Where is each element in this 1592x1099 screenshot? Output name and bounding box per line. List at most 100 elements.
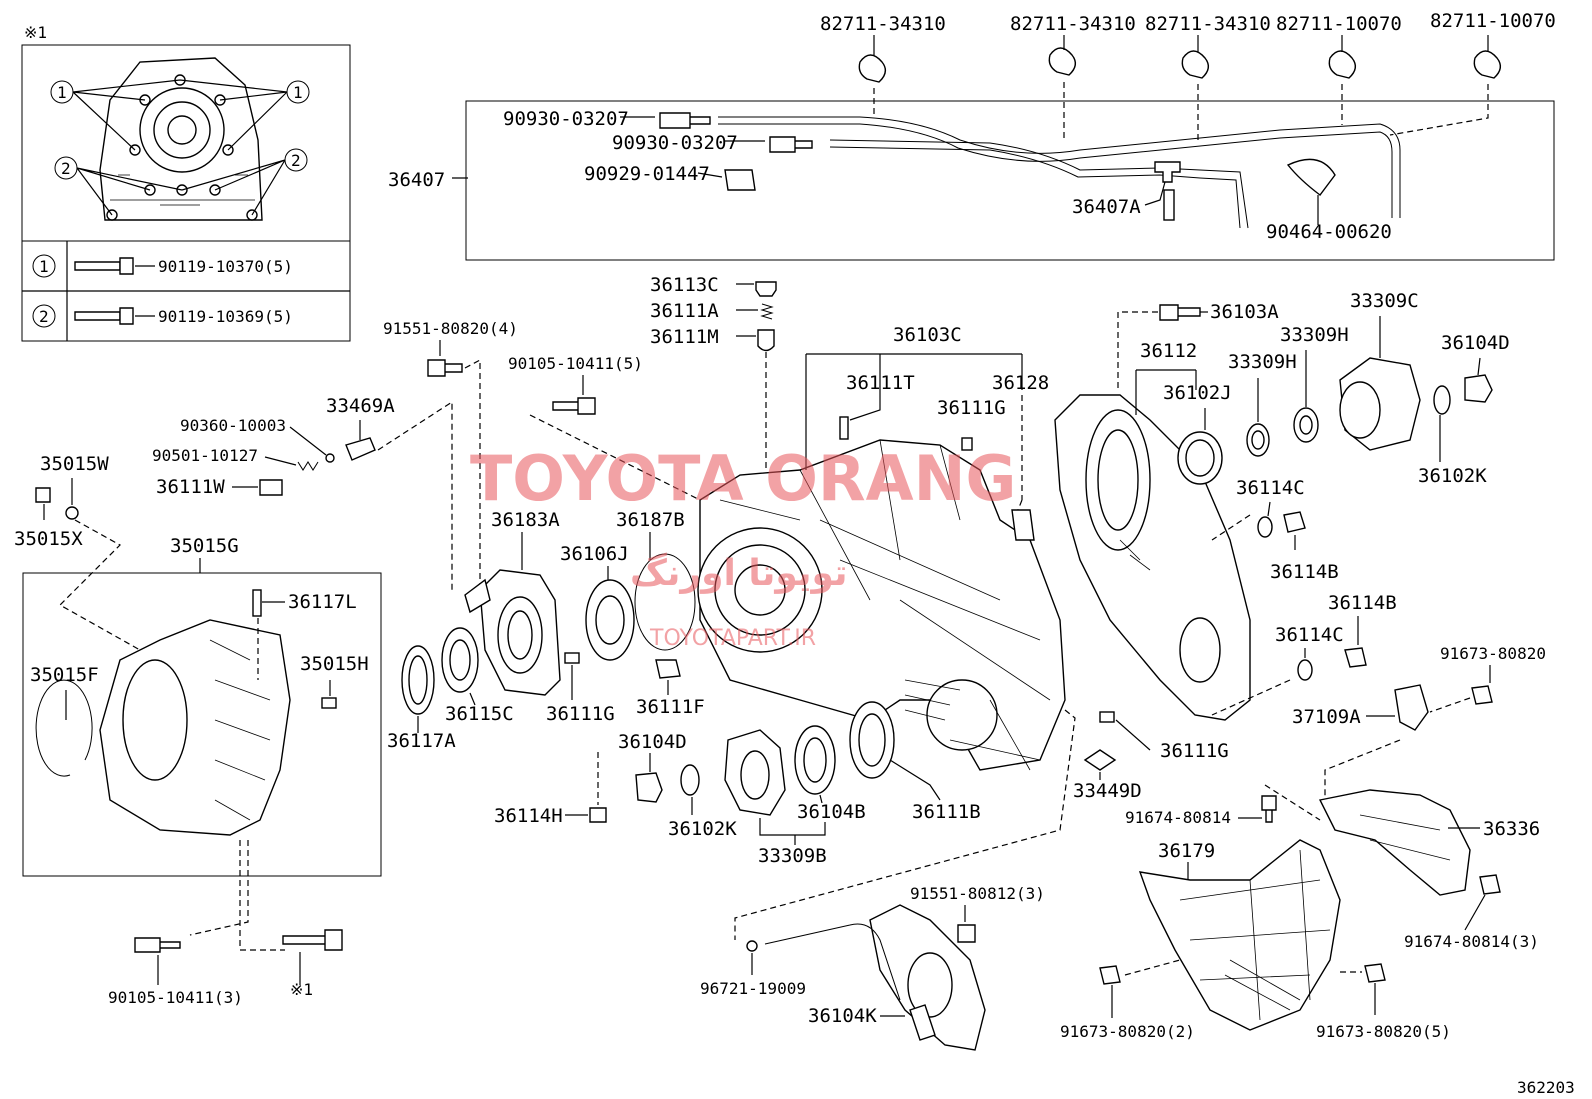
label-33449d: 33449D [1073,780,1142,802]
label-36111w: 36111W [156,476,225,498]
label-36114b-a: 36114B [1270,561,1339,583]
label-36114b-b: 36114B [1328,592,1397,614]
snap-ring-icon [35,679,93,777]
label-36114c-b: 36114C [1275,624,1344,646]
row-2-part: 90119-10369(5) [158,307,293,326]
label-33309h-b: 33309H [1280,324,1349,346]
washer-icon [1297,659,1313,681]
label-33309b: 33309B [758,845,827,867]
label-36117a: 36117A [387,730,456,752]
watermark-main: TOYOTA ORANG [470,442,1016,515]
bolt-icon [1479,874,1501,895]
cap-icon [345,437,376,461]
callout-1-right: 1 [293,83,303,102]
label-91673-80820-5: 91673-80820(5) [1316,1022,1451,1041]
washer-icon [1257,516,1273,538]
adapter-housing-box: 35015G 36117L 35015F 35015H [22,535,382,877]
row-2-callout: 2 [39,307,49,326]
label-90105-10411-3: 90105-10411(3) [108,988,243,1007]
bolt-icon [1159,304,1201,321]
clamp-icon [858,54,887,83]
label-90501-10127: 90501-10127 [152,446,258,465]
label-82711-34310-b: 82711-34310 [1010,13,1136,35]
label-36183a: 36183A [491,509,560,531]
transfer-case-housing [697,439,1066,771]
figure-number: 362203 [1517,1078,1575,1097]
ball-icon [757,329,775,352]
label-90360-10003: 90360-10003 [180,416,286,435]
label-90929-01447: 90929-01447 [584,163,710,185]
label-90930-03207-b: 90930-03207 [612,132,738,154]
flange-icon [724,729,786,816]
bolt-icon [1283,511,1306,533]
nut-icon [635,772,663,803]
spring-icon [297,461,319,471]
bracket-36336 [1318,789,1471,896]
label-36111a: 36111A [650,300,719,322]
label-36407: 36407 [388,169,445,191]
label-36104b: 36104B [797,801,866,823]
label-82711-10070-a: 82711-10070 [1276,13,1402,35]
label-82711-34310-a: 82711-34310 [820,13,946,35]
flange-icon [1339,357,1421,451]
label-36104d-mid: 36104D [618,731,687,753]
label-36111b: 36111B [912,801,981,823]
label-36103c: 36103C [893,324,962,346]
bolt-icon [74,307,134,325]
label-36128: 36128 [992,372,1049,394]
hose-icon [1163,189,1175,221]
label-36111g-top: 36111G [937,397,1006,419]
callout-2-left: 2 [61,159,71,178]
washer-icon [1293,407,1319,443]
label-91673-80820: 91673-80820 [1440,644,1546,663]
label-36117l: 36117L [288,591,357,613]
label-36104k: 36104K [808,1005,877,1027]
label-91674-80814-b: 91674-80814(3) [1404,932,1539,951]
clip-icon [1286,158,1336,196]
watermark-url: TOYOTAPART.IR [649,626,816,651]
inset-marker: ※1 [24,23,47,42]
nut-icon [1464,374,1493,403]
clamp-icon [1473,50,1502,79]
bolt-icon [1364,963,1386,983]
label-96721-19009: 96721-19009 [700,979,806,998]
clamp-icon [1181,50,1210,79]
row-1-part: 90119-10370(5) [158,257,293,276]
label-35015g: 35015G [170,535,239,557]
label-90464-00620: 90464-00620 [1266,221,1392,243]
seal-icon [1177,431,1223,485]
gasket-icon [1083,749,1117,771]
label-33309h-a: 33309H [1228,351,1297,373]
o-ring-icon [680,764,700,796]
pin-icon [252,589,262,617]
clamp-icon [1048,47,1077,76]
seal-icon [401,645,435,715]
nut-icon [65,506,79,520]
label-35015f: 35015F [30,664,99,686]
pin-icon [321,697,337,709]
label-36407a: 36407A [1072,196,1141,218]
bearing-icon [441,627,479,693]
inset-housing-drawing [99,57,263,221]
label-33469a: 33469A [326,395,395,417]
oil-pump-housing [464,569,561,696]
label-35015x: 35015X [14,528,83,550]
label-37109a: 37109A [1292,706,1361,728]
label-36114c-a: 36114C [1236,477,1305,499]
bolt-icon [74,257,134,275]
bolt-icon [35,487,51,503]
callout-2-right: 2 [291,151,301,170]
label-91551-80820: 91551-80820(4) [383,319,518,338]
extension-housing [99,619,291,836]
tee-fitting-icon [1154,161,1181,183]
skid-plate [1138,839,1341,1031]
plug-icon [755,281,777,297]
label-36102j: 36102J [1163,382,1232,404]
label-36102k-mid: 36102K [668,818,737,840]
connector-icon [769,136,813,153]
label-36336: 36336 [1483,818,1540,840]
dust-guard-36104k [869,904,986,1051]
bearing-icon [849,701,895,779]
label-36112: 36112 [1140,340,1197,362]
